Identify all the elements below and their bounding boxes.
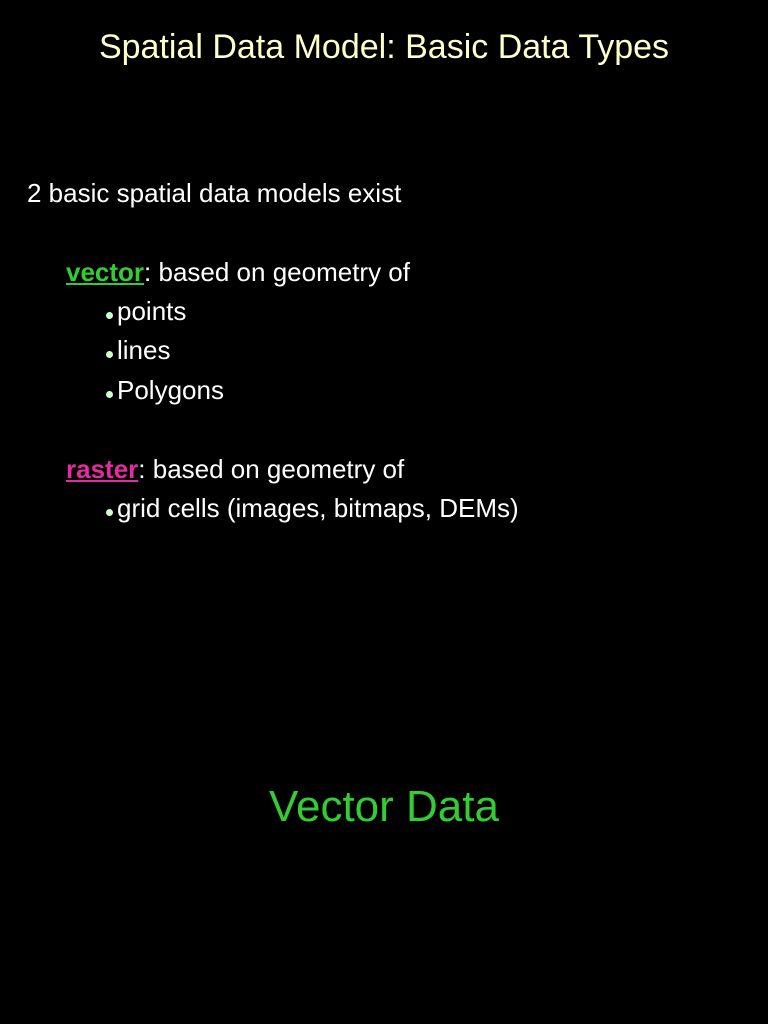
raster-description: : based on geometry of bbox=[138, 454, 405, 484]
vector-item-points: points bbox=[104, 296, 186, 327]
intro-text: 2 basic spatial data models exist bbox=[27, 178, 402, 208]
bullet-icon bbox=[106, 390, 113, 398]
vector-term: vector bbox=[66, 257, 145, 287]
section-title: Vector Data bbox=[269, 782, 499, 831]
vector-item-polygons: Polygons bbox=[104, 375, 224, 406]
bullet-icon bbox=[106, 311, 113, 319]
vector-item-lines: lines bbox=[104, 335, 170, 366]
list-item-label: Polygons bbox=[117, 375, 224, 405]
vector-description: : based on geometry of bbox=[144, 257, 410, 287]
vector-heading: vector: based on geometry of bbox=[66, 257, 410, 288]
bullet-icon bbox=[106, 350, 113, 358]
bullet-icon bbox=[106, 508, 113, 516]
list-item-label: lines bbox=[117, 335, 171, 365]
raster-item-grid-cells: grid cells (images, bitmaps, DEMs) bbox=[104, 493, 519, 524]
raster-heading: raster: based on geometry of bbox=[66, 454, 404, 485]
slide-title: Spatial Data Model: Basic Data Types bbox=[98, 28, 670, 66]
list-item-label: grid cells (images, bitmaps, DEMs) bbox=[117, 493, 519, 523]
list-item-label: points bbox=[117, 296, 187, 326]
raster-term: raster bbox=[66, 454, 139, 484]
